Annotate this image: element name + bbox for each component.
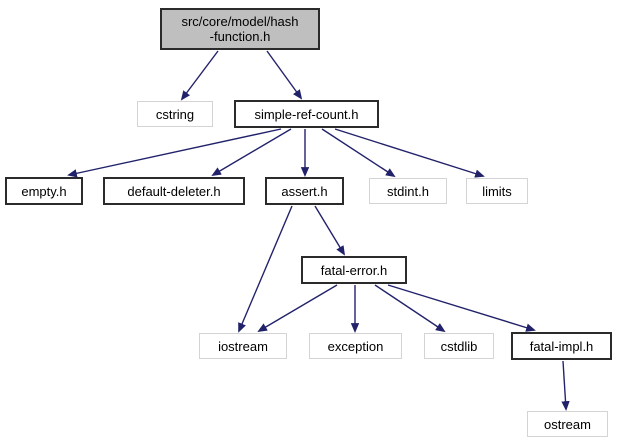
graph-node-label: exception xyxy=(327,338,384,354)
graph-node-default-deleter[interactable]: default-deleter.h xyxy=(103,177,245,205)
graph-node-label: assert.h xyxy=(281,183,328,199)
graph-edge-fatal-impl-to-ostream xyxy=(561,360,570,411)
graph-node-label: ostream xyxy=(544,416,591,432)
graph-node-fatal-impl[interactable]: fatal-impl.h xyxy=(511,332,612,360)
graph-node-label: simple-ref-count.h xyxy=(254,106,359,122)
graph-node-fatal-error[interactable]: fatal-error.h xyxy=(301,256,407,284)
graph-node-label: stdint.h xyxy=(387,183,429,199)
graph-edge-assert-to-fatal-error xyxy=(314,205,346,256)
graph-node-label: cstring xyxy=(155,106,195,122)
graph-node-simple-ref-count[interactable]: simple-ref-count.h xyxy=(234,100,379,128)
graph-node-exception[interactable]: exception xyxy=(309,333,402,359)
graph-edge-hash-function-to-simple-ref-count xyxy=(266,50,303,100)
graph-edge-simple-ref-count-to-stdint xyxy=(321,128,396,178)
graph-node-label: fatal-error.h xyxy=(320,262,388,278)
graph-edge-fatal-error-to-fatal-impl xyxy=(387,284,536,332)
graph-edge-simple-ref-count-to-default-deleter xyxy=(211,128,292,176)
graph-node-label: fatal-impl.h xyxy=(529,338,594,354)
graph-node-cstring[interactable]: cstring xyxy=(137,101,213,127)
graph-edge-simple-ref-count-to-limits xyxy=(334,128,485,178)
graph-node-ostream[interactable]: ostream xyxy=(527,411,608,437)
graph-node-label: limits xyxy=(482,183,512,199)
graph-node-limits[interactable]: limits xyxy=(466,178,528,204)
graph-node-label: empty.h xyxy=(21,183,67,199)
graph-edge-hash-function-to-cstring xyxy=(180,50,219,101)
graph-node-iostream[interactable]: iostream xyxy=(199,333,287,359)
graph-node-label: cstdlib xyxy=(440,338,478,354)
graph-node-label: iostream xyxy=(218,338,268,354)
graph-node-assert[interactable]: assert.h xyxy=(265,177,344,205)
graph-node-label: src/core/model/hash -function.h xyxy=(181,14,299,44)
graph-node-hash-function[interactable]: src/core/model/hash -function.h xyxy=(160,8,320,50)
graph-node-stdint[interactable]: stdint.h xyxy=(369,178,447,204)
graph-node-cstdlib[interactable]: cstdlib xyxy=(424,333,494,359)
graph-edge-assert-to-iostream xyxy=(238,205,293,333)
graph-edge-simple-ref-count-to-empty xyxy=(67,128,282,178)
graph-edge-fatal-error-to-iostream xyxy=(257,284,338,332)
graph-edge-fatal-error-to-cstdlib xyxy=(374,284,446,333)
graph-node-empty[interactable]: empty.h xyxy=(5,177,83,205)
graph-node-label: default-deleter.h xyxy=(127,183,221,199)
